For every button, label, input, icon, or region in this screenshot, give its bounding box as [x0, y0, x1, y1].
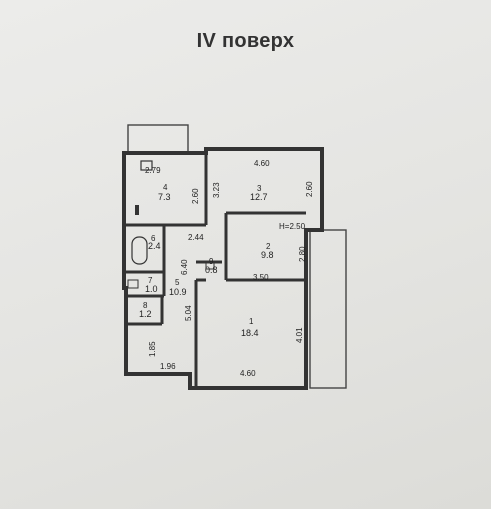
room-2-area: 9.8: [261, 250, 274, 260]
dim-room2-width: 3.50: [253, 273, 269, 282]
room-4-area: 7.3: [158, 192, 171, 202]
dim-kitchen-depth: 2.60: [191, 188, 200, 204]
dim-room1-left: 5.04: [184, 305, 193, 321]
outer-walls: [122, 147, 324, 390]
room-2-number: 2: [266, 242, 271, 251]
ceiling-height: H=2.50: [279, 222, 306, 231]
room-5-number: 5: [175, 278, 180, 287]
kitchen-sink-icon: [135, 205, 139, 215]
dim-corridor-height: 1.85: [148, 341, 157, 357]
room-3-area: 12.7: [250, 192, 268, 202]
dim-corridor-width: 1.96: [160, 362, 176, 371]
room-6-area: 2.4: [148, 241, 161, 251]
room-1-number: 1: [249, 317, 254, 326]
dim-room2-height: 2.80: [298, 246, 307, 262]
dim-room3-right: 2.60: [305, 181, 314, 197]
inner-walls: [126, 153, 306, 388]
top-balcony: [127, 124, 189, 154]
dim-kitchen-width: 2.79: [145, 166, 161, 175]
room-3-number: 3: [257, 184, 262, 193]
right-loggia: [309, 229, 347, 389]
room-8-area: 1.2: [139, 309, 152, 319]
room-4-number: 4: [163, 183, 168, 192]
stove-icon: [140, 160, 153, 171]
washbasin-icon: [127, 279, 139, 289]
room-6-number: 6: [151, 234, 156, 243]
room-7-area: 1.0: [145, 284, 158, 294]
room-8-number: 8: [143, 301, 148, 310]
room-5-area: 10.9: [169, 287, 187, 297]
dim-hall-height: 6.40: [180, 259, 189, 275]
dim-room1-width: 4.60: [240, 369, 256, 378]
dim-room1-right: 4.01: [295, 327, 304, 343]
room-9-number: 9: [209, 257, 214, 266]
dim-room3-width: 4.60: [254, 159, 270, 168]
room-1-area: 18.4: [241, 328, 259, 338]
dim-hall-width: 2.44: [188, 233, 204, 242]
bathtub-icon: [131, 236, 148, 265]
plan-title: IV поверх: [196, 30, 295, 52]
room-9-area: 0.8: [205, 265, 218, 275]
storage-icon: [205, 262, 215, 270]
room-7-number: 7: [148, 276, 153, 285]
dim-room3-left: 3.23: [212, 182, 221, 198]
